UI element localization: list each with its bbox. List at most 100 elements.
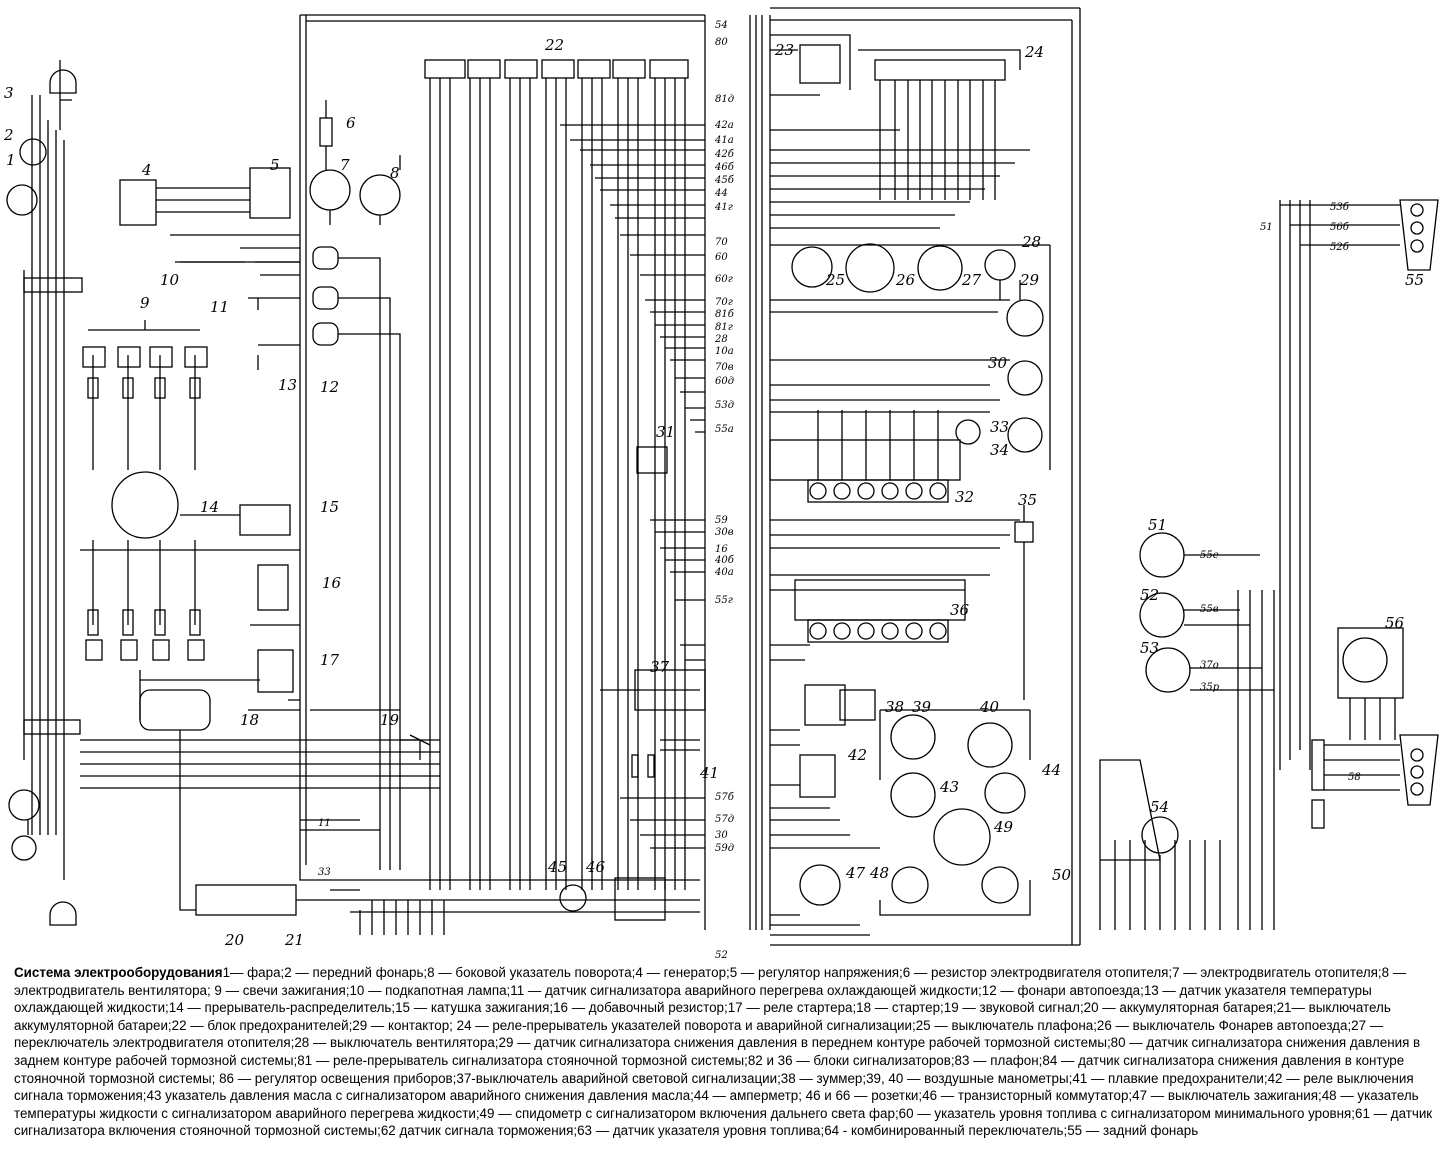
label-51: 51 (1148, 516, 1167, 534)
label-14: 14 (200, 498, 219, 516)
wire-tag: 57д (715, 814, 734, 825)
label-11: 11 (210, 298, 229, 316)
wiring-diagram: 1 2 3 4 5 6 7 8 9 10 11 12 13 14 15 16 1… (3, 7, 1439, 961)
label-18: 18 (240, 711, 259, 729)
label-47: 47 (845, 864, 866, 882)
label-44: 44 (1041, 761, 1061, 779)
wire-tag: 11 (318, 818, 331, 829)
label-33: 33 (990, 418, 1009, 436)
wire-tag: 41г (714, 202, 733, 213)
label-42: 42 (847, 746, 867, 764)
wire-tag: 44 (714, 188, 728, 199)
wire-tag: 81г (715, 322, 733, 333)
wire-tag: 53б (1330, 202, 1350, 213)
label-56: 56 (1385, 614, 1405, 632)
wire-tag: 56б (1330, 222, 1350, 233)
wire-tag: 53д (715, 400, 734, 411)
wire-tag: 41а (714, 135, 734, 146)
wire-tag: 55е (1200, 550, 1219, 561)
label-40: 40 (979, 698, 1000, 716)
label-32: 32 (955, 488, 974, 506)
wire-tag: 70г (715, 297, 733, 308)
wire-tag: 33 (318, 867, 331, 878)
wire-tag: 42а (714, 120, 734, 131)
wire-tag: 40б (714, 555, 735, 566)
label-6: 6 (346, 114, 356, 132)
wire-tag: 45б (714, 175, 735, 186)
label-48: 48 (869, 864, 889, 882)
label-38: 38 (885, 698, 904, 716)
wire-tag: 30 (715, 830, 728, 841)
wire-tag: 60г (715, 274, 733, 285)
label-12: 12 (320, 378, 339, 396)
label-54: 54 (1150, 798, 1169, 816)
wire-tag: 57б (715, 792, 735, 803)
label-4: 4 (141, 161, 152, 179)
wire-tag: 60 (715, 252, 728, 263)
label-17: 17 (320, 651, 340, 669)
label-8: 8 (390, 164, 400, 182)
wire-tag: 70 (715, 237, 728, 248)
wire-tag: 37о (1200, 660, 1219, 671)
wire-tag: 60д (715, 376, 734, 387)
label-49: 49 (993, 818, 1014, 836)
wire-tag: 52 (715, 950, 728, 961)
wire-tag: 58 (1348, 772, 1361, 783)
wire-tag: 40а (714, 567, 734, 578)
label-46: 46 (585, 858, 606, 876)
label-50: 50 (1052, 866, 1072, 884)
label-52: 52 (1140, 586, 1159, 604)
wire-tag: 54 (715, 20, 728, 31)
label-15: 15 (320, 498, 339, 516)
label-43: 43 (939, 778, 959, 796)
wire-tag: 70в (715, 362, 734, 373)
label-22: 22 (544, 36, 564, 54)
wire-tag: 59д (715, 843, 734, 854)
wire-tag: 55а (715, 424, 734, 435)
wire-tag: 59 (715, 515, 728, 526)
label-29: 29 (1019, 271, 1040, 289)
wire-tag: 52б (1330, 242, 1350, 253)
wire-tag: 81б (715, 309, 735, 320)
wire-tag: 81д (715, 94, 734, 105)
label-21: 21 (284, 931, 304, 949)
diagram-caption: Система электрооборудования1— фара;2 — п… (14, 964, 1438, 1140)
label-25: 25 (825, 271, 845, 289)
label-55: 55 (1405, 271, 1424, 289)
label-19: 19 (380, 711, 400, 729)
caption-title: Система электрооборудования (14, 965, 223, 980)
label-53: 53 (1140, 639, 1159, 657)
label-16: 16 (322, 574, 342, 592)
label-1: 1 (6, 151, 16, 169)
label-9: 9 (140, 294, 150, 312)
label-45: 45 (547, 858, 567, 876)
label-34: 34 (990, 441, 1009, 459)
wire-tag: 55г (715, 595, 733, 606)
wire-tag: 42б (714, 149, 735, 160)
label-30: 30 (988, 354, 1008, 372)
wire-tag: 46б (714, 162, 735, 173)
wire-tag: 35р (1200, 682, 1220, 693)
label-3: 3 (4, 84, 14, 102)
label-31: 31 (656, 423, 675, 441)
label-41: 41 (699, 764, 719, 782)
label-26: 26 (895, 271, 916, 289)
label-36: 36 (950, 601, 970, 619)
wire-tag: 51 (1260, 222, 1273, 233)
label-13: 13 (278, 376, 297, 394)
label-27: 27 (961, 271, 982, 289)
wire-tag: 10а (715, 346, 734, 357)
label-5: 5 (270, 156, 280, 174)
label-28: 28 (1021, 233, 1041, 251)
label-23: 23 (774, 41, 794, 59)
label-20: 20 (224, 931, 245, 949)
wire-tag: 55в (1200, 604, 1219, 615)
label-7: 7 (340, 156, 350, 174)
label-24: 24 (1024, 43, 1044, 61)
wire-tag: 30в (715, 527, 734, 538)
label-39: 39 (912, 698, 932, 716)
wire-tag: 16 (715, 544, 728, 555)
wire-tag: 28 (714, 334, 728, 345)
label-35: 35 (1018, 491, 1037, 509)
wire-tag: 80 (715, 37, 728, 48)
